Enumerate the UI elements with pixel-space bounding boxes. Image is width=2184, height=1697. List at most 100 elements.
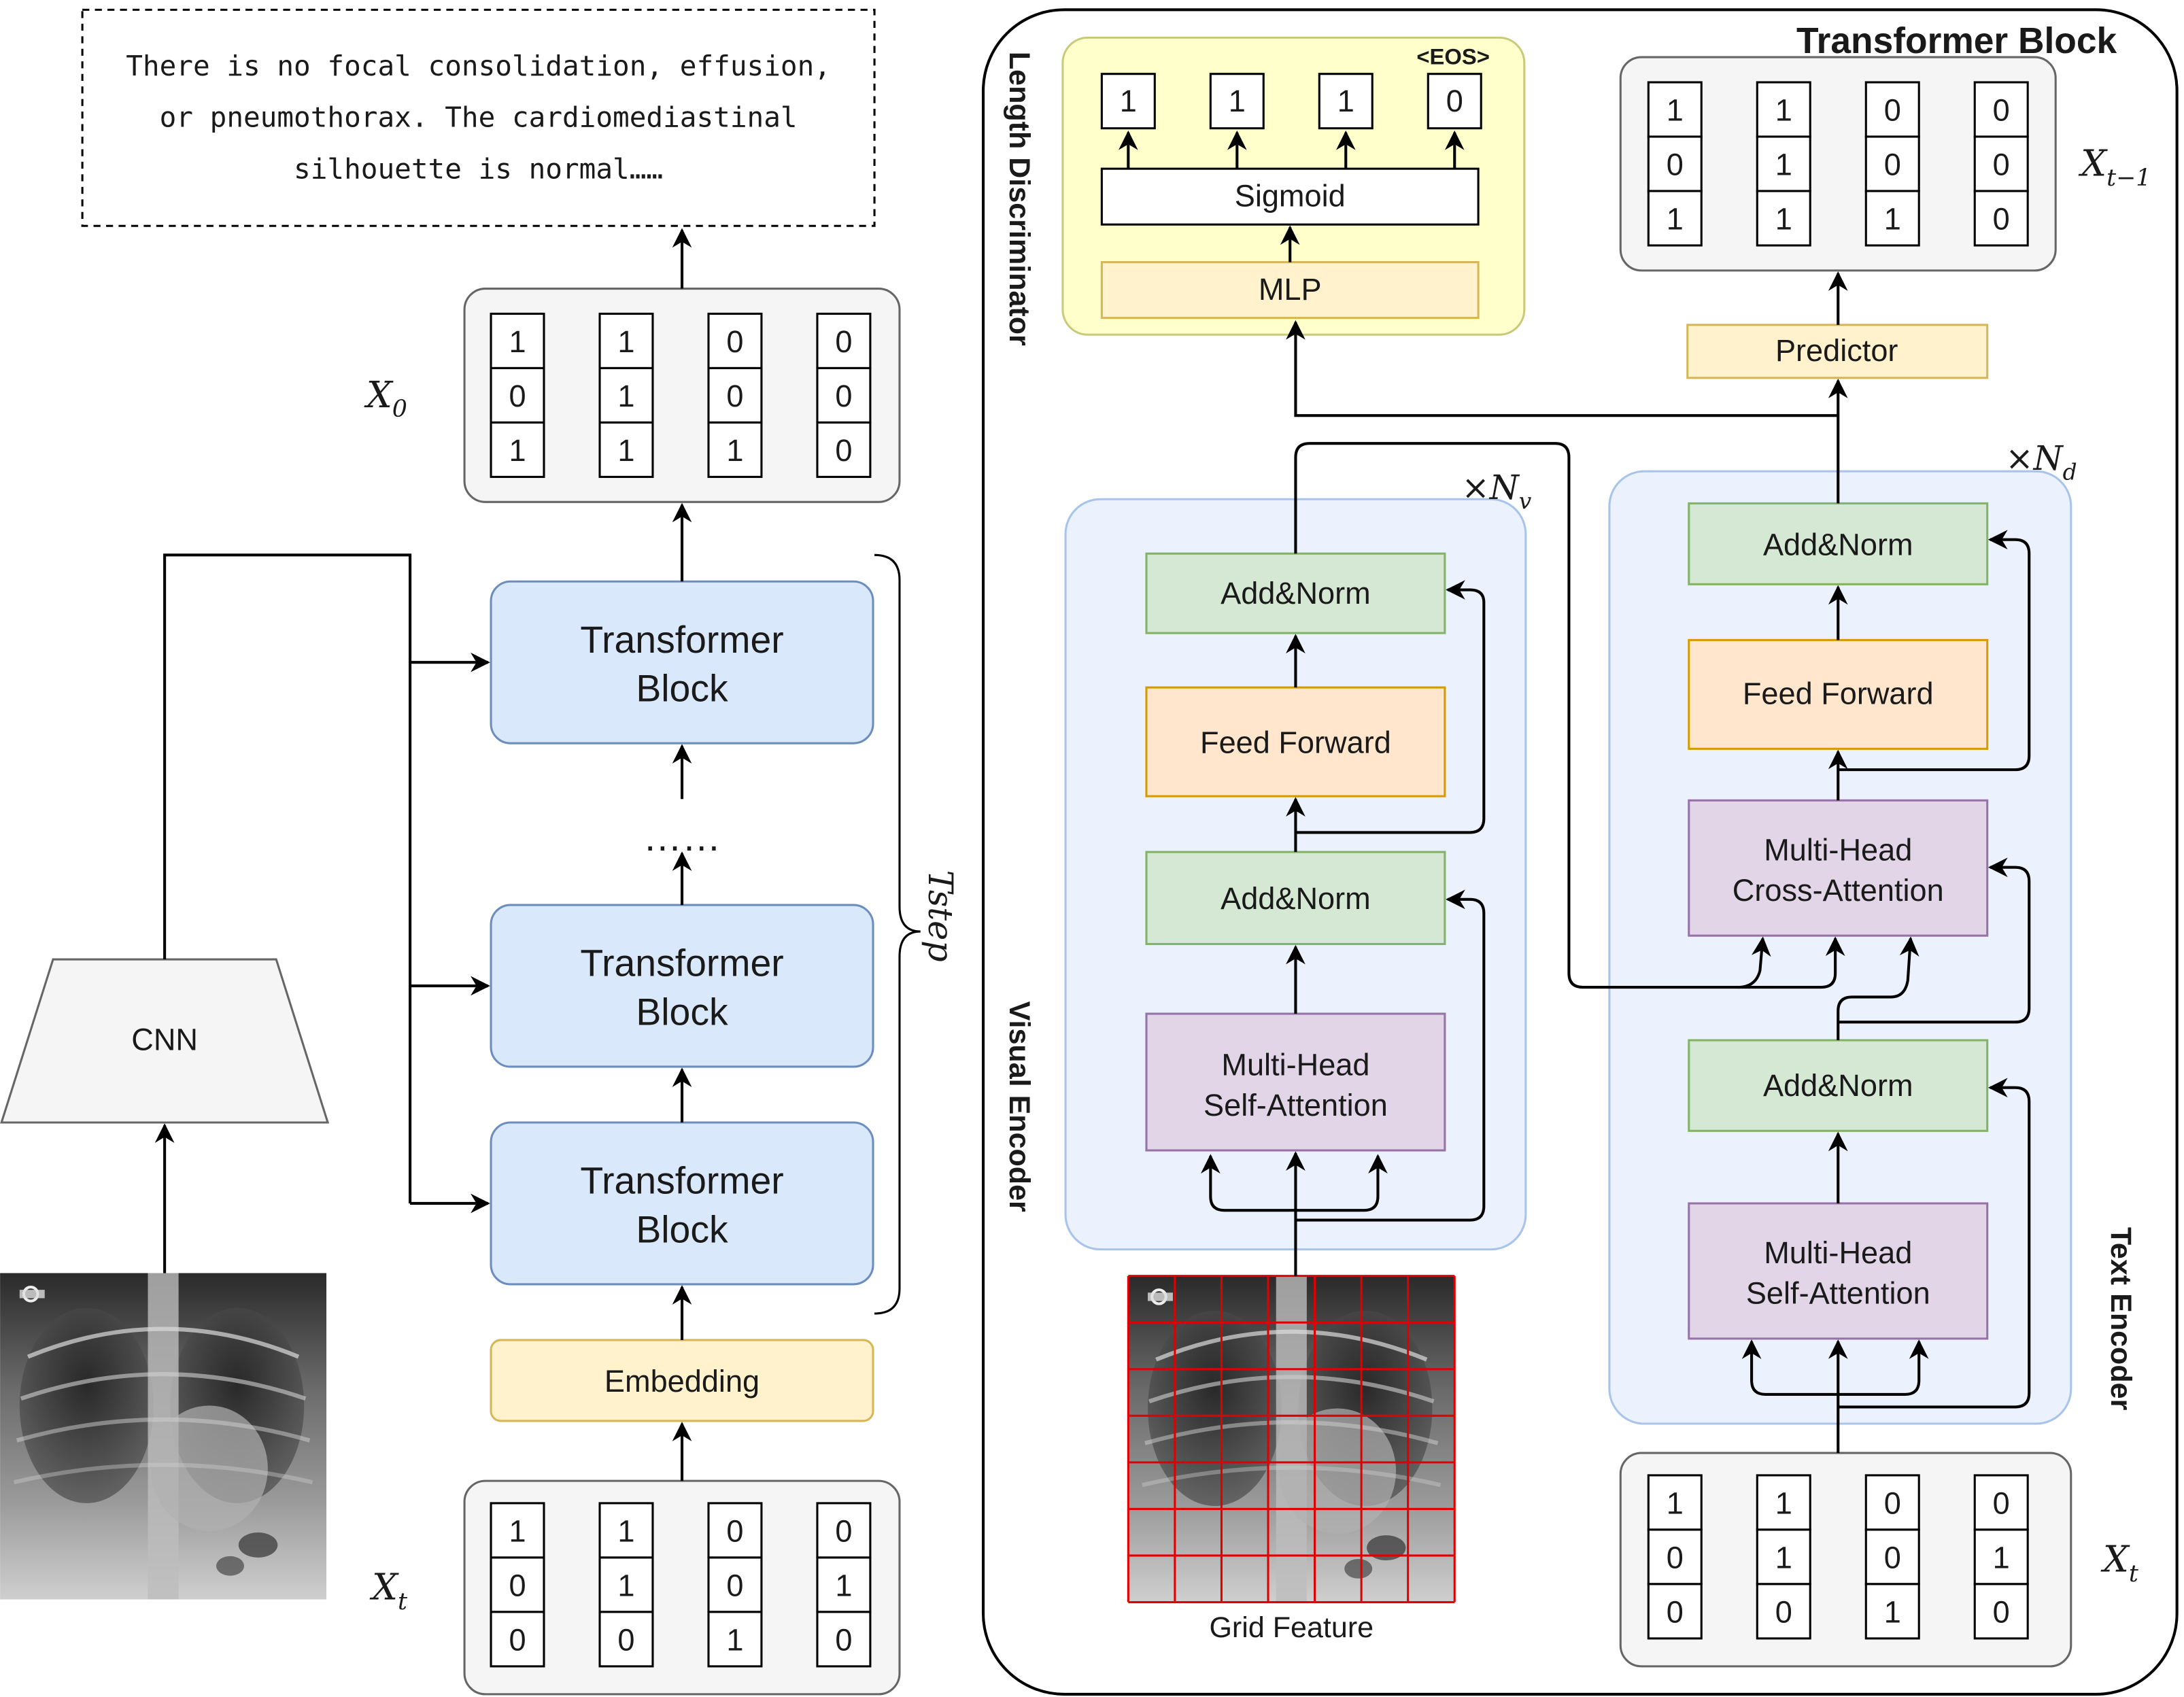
x0-value: 0 [835,433,852,468]
svg-text:Transformer: Transformer [580,1160,783,1202]
x0-value: 0 [835,324,852,359]
transformer-block-top: Transformer Block [490,580,874,744]
xt-left-value: 0 [835,1622,852,1657]
xt-left-value: 1 [835,1568,852,1602]
xt-minus-1-value: 0 [1667,147,1684,182]
eos-label: <EOS> [1416,44,1490,69]
x0-value: 1 [509,433,526,468]
svg-text:Predictor: Predictor [1775,333,1898,368]
right-connectors [1118,130,2031,1454]
xt-minus-1-cell [1647,190,1703,247]
xt-minus-1-cell [1973,81,2029,138]
xt-left-value: 0 [726,1513,743,1548]
svg-text:Cross-Attention: Cross-Attention [1733,873,1944,908]
xt-minus-1-cell [1756,190,1811,247]
xt-right-value: 0 [1993,1594,2010,1629]
xt-right-value: 1 [1884,1594,1901,1629]
transformer-block-title: Transformer Block [1796,21,2117,61]
xt-label-left: Xt [369,1566,408,1615]
xt-right-value: 1 [1667,1486,1684,1520]
report-line-3: silhouette is normal…… [294,153,663,186]
x0-cell [490,312,545,369]
xt-right-cell [1864,1474,1920,1531]
svg-text:Self-Attention: Self-Attention [1746,1276,1930,1311]
xt-left-value: 0 [726,1568,743,1602]
svg-text:CNN: CNN [131,1022,198,1057]
x0-value: 0 [509,379,526,413]
xt-minus-1-value: 0 [1993,92,2010,127]
svg-text:Add&Norm: Add&Norm [1221,576,1371,611]
xt-left-cell [707,1611,763,1668]
xt-left-value: 1 [726,1622,743,1657]
xt-right-value: 1 [1775,1540,1792,1575]
xt-minus-1-value: 0 [1884,147,1901,182]
svg-text:Multi-Head: Multi-Head [1764,832,1912,867]
svg-text:Add&Norm: Add&Norm [1763,1068,1913,1103]
length-discriminator-label: Length Discriminator [1003,52,1036,346]
xt-minus-1-value: 1 [1775,92,1792,127]
cnn-block: CNN [0,958,330,1124]
x0-value: 0 [726,379,743,413]
x0-cell [598,366,654,424]
ld-output-value: 1 [1229,84,1246,118]
xt-right-value: 0 [1667,1540,1684,1575]
x0-cell [707,312,763,369]
xt-left-value: 0 [509,1622,526,1657]
xt-minus-1-value: 0 [1993,201,2010,236]
x0-value: 1 [617,379,634,413]
ld-output-value: 1 [1120,84,1137,118]
transformer-block-middle: Transformer Block [490,904,874,1068]
x0-cell [816,312,872,369]
report-line-2: or pneumothorax. The cardiomediastinal [160,101,798,134]
xt-left-cell [490,1556,545,1613]
ld-output-cell [1427,73,1482,130]
x0-cell [490,421,545,478]
xt-minus-1-cell [1864,135,1920,192]
xt-minus-1-value: 1 [1667,92,1684,127]
x0-value: 1 [726,433,743,468]
xt-right-value: 0 [1884,1540,1901,1575]
tstep-brace [874,553,921,1315]
generated-report: There is no focal consolidation, effusio… [81,8,876,227]
embedding-box: Embedding [490,1339,874,1422]
xt-left-cell [598,1502,654,1559]
xt-left-cell [816,1611,872,1668]
xt-right-cell [1756,1583,1811,1640]
svg-text:Transformer: Transformer [580,942,783,984]
chest-xray-image [0,1273,326,1600]
xt-minus-1-value: 1 [1667,201,1684,236]
grid-feature-image [1128,1276,1454,1602]
ld-output-cell [1100,73,1156,130]
xt-left-value: 1 [509,1513,526,1548]
xt-minus-1-cell [1864,190,1920,247]
left-connectors [154,228,692,1481]
x0-label: X0 [364,374,407,423]
text-encoder: ×Nd Add&Norm Feed Forward Multi-Head Cro… [1608,439,2077,1425]
xt-left-cell [707,1556,763,1613]
x0-value: 0 [726,324,743,359]
xt-left-cell [490,1502,545,1559]
ld-output-value: 0 [1446,84,1463,118]
xt-right-value: 0 [1993,1486,2010,1520]
svg-text:Feed Forward: Feed Forward [1743,676,1934,711]
predictor-box: Predictor [1686,324,1989,379]
xt-minus-1-cell [1756,135,1811,192]
xt-right-value: 0 [1667,1594,1684,1629]
svg-text:Add&Norm: Add&Norm [1221,881,1371,916]
xt-left-cell [490,1611,545,1668]
ld-output-cell [1209,73,1265,130]
transformer-block-bottom: Transformer Block [490,1121,874,1286]
xt-minus-1-value: 1 [1884,201,1901,236]
xt-right-cell [1864,1583,1920,1640]
grid-feature-label: Grid Feature [1209,1611,1373,1644]
tstep-label: Tstep [921,870,960,962]
xt-left-cell [816,1502,872,1559]
xt-left-value: 0 [617,1622,634,1657]
sigmoid-label: Sigmoid [1235,179,1346,213]
svg-text:Feed Forward: Feed Forward [1200,725,1391,760]
